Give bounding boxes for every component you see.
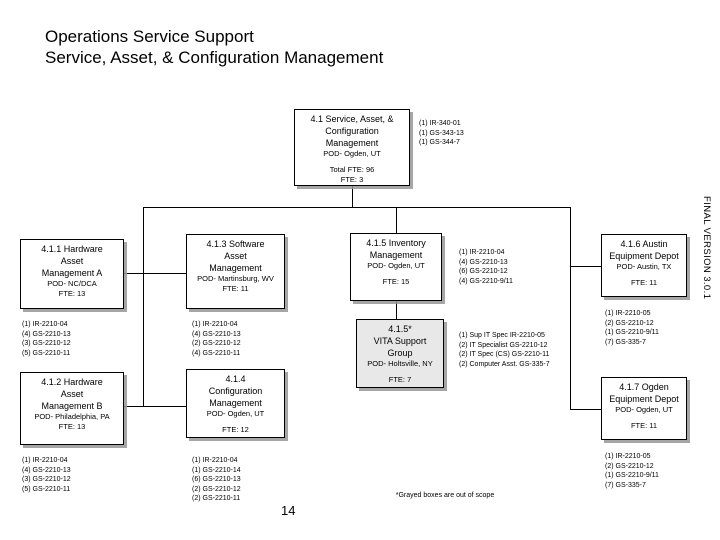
node-4-1-6-fte: FTE: 11: [630, 278, 658, 287]
codes-4-1-6: (1) IR-2210-05 (2) GS-2210-12 (1) GS-221…: [605, 310, 659, 346]
node-4-1-6-line1: 4.1.6 Austin: [620, 239, 668, 249]
node-4-1-line1: 4.1 Service, Asset, &: [310, 114, 394, 124]
codes-4-1-7: (1) IR-2210-05 (2) GS-2210-12 (1) GS-221…: [605, 453, 659, 489]
node-4-1-4-configuration-management[interactable]: 4.1.4 Configuration Management POD- Ogde…: [186, 369, 285, 438]
connector-to-4-1-7: [570, 409, 601, 410]
page-title: Operations Service Support Service, Asse…: [45, 27, 384, 67]
codes-4-1-5-star: (1) Sup IT Spec IR-2210-05 (2) IT Specia…: [459, 332, 550, 368]
connector-root-stem: [352, 186, 353, 208]
node-4-1-1-line1: 4.1.1 Hardware: [41, 244, 103, 254]
node-4-1-7-ogden-equipment-depot[interactable]: 4.1.7 Ogden Equipment Depot POD- Ogden, …: [601, 377, 687, 440]
codes-4-1-5: (1) IR-2210-04 (4) GS-2210-13 (6) GS-221…: [459, 249, 513, 285]
node-4-1-4-line2: Configuration: [208, 386, 263, 396]
final-version-watermark: FINAL VERSION 3.0.1: [701, 196, 712, 300]
connector-to-4-1-5: [396, 207, 397, 233]
node-4-1-5-fte: FTE: 15: [382, 277, 410, 286]
connector-to-4-1-1: [124, 273, 144, 274]
connector-to-4-1-3: [143, 273, 186, 274]
codes-4-1-2: (1) IR-2210-04 (4) GS-2210-13 (3) GS-221…: [22, 457, 71, 493]
node-4-1-total-fte: Total FTE: 96: [329, 165, 375, 174]
footnote-grayed-boxes: *Grayed boxes are out of scope: [395, 492, 495, 499]
node-4-1-3-location: POD- Martinsburg, WV: [197, 274, 274, 283]
node-4-1-2-location: POD- Philadelphia, PA: [34, 412, 110, 421]
node-4-1-7-location: POD- Ogden, UT: [615, 405, 673, 414]
node-4-1-6-line2: Equipment Depot: [609, 251, 679, 261]
connector-to-4-1-4: [143, 406, 186, 407]
node-4-1-line2: Configuration: [325, 126, 379, 136]
node-4-1-service-asset-configuration-management[interactable]: 4.1 Service, Asset, & Configuration Mana…: [294, 109, 410, 186]
connector-to-4-1-2: [124, 406, 144, 407]
node-4-1-5-inventory-management[interactable]: 4.1.5 Inventory Management POD- Ogden, U…: [350, 233, 442, 301]
node-4-1-1-line3: Management A: [41, 268, 103, 278]
node-4-1-line3: Management: [325, 138, 379, 148]
node-4-1-1-fte: FTE: 13: [58, 289, 86, 298]
node-4-1-3-line2: Asset: [224, 251, 247, 261]
node-vita-line3: Group: [387, 348, 413, 358]
connector-left-trunk: [143, 207, 144, 407]
node-4-1-3-line1: 4.1.3 Software: [206, 239, 265, 249]
codes-4-1-4: (1) IR-2210-04 (1) GS-2210-14 (6) GS-221…: [192, 457, 241, 503]
page-number: 14: [281, 503, 296, 518]
node-4-1-3-software-asset-management[interactable]: 4.1.3 Software Asset Management POD- Mar…: [186, 234, 285, 309]
node-4-1-4-fte: FTE: 12: [222, 425, 249, 434]
connector-to-4-1-6: [570, 266, 601, 267]
node-4-1-2-hardware-asset-management-b[interactable]: 4.1.2 Hardware Asset Management B POD- P…: [20, 372, 124, 445]
node-4-1-4-location: POD- Ogden, UT: [206, 409, 265, 418]
node-vita-line2: VITA Support: [373, 336, 427, 346]
node-4-1-1-line2: Asset: [60, 256, 84, 266]
node-vita-fte: FTE: 7: [388, 375, 412, 384]
node-4-1-5-star-vita-support-group[interactable]: 4.1.5* VITA Support Group POD- Holtsvill…: [356, 319, 444, 388]
codes-4-1-3: (1) IR-2210-04 (4) GS-2210-13 (2) GS-221…: [192, 321, 241, 357]
codes-4-1: (1) IR-340-01 (1) GS-343-13 (1) GS-344-7: [419, 120, 464, 147]
node-4-1-7-line2: Equipment Depot: [609, 394, 679, 404]
node-4-1-6-austin-equipment-depot[interactable]: 4.1.6 Austin Equipment Depot POD- Austin…: [601, 234, 687, 297]
node-4-1-5-line2: Management: [369, 250, 423, 260]
node-4-1-1-hardware-asset-management-a[interactable]: 4.1.1 Hardware Asset Management A POD- N…: [20, 239, 124, 309]
connector-main-bus: [143, 207, 571, 208]
node-4-1-7-line1: 4.1.7 Ogden: [619, 382, 669, 392]
codes-4-1-1: (1) IR-2210-04 (4) GS-2210-13 (3) GS-221…: [22, 321, 71, 357]
node-vita-line1: 4.1.5*: [388, 324, 412, 334]
connector-4-1-5-to-vita: [396, 300, 397, 320]
node-4-1-4-line1: 4.1.4: [225, 374, 246, 384]
node-4-1-2-line2: Asset: [60, 389, 84, 399]
node-4-1-2-line1: 4.1.2 Hardware: [41, 377, 103, 387]
node-4-1-1-location: POD- NC/DCA: [47, 279, 97, 288]
node-4-1-2-line3: Management B: [41, 401, 103, 411]
connector-right-trunk: [570, 207, 571, 410]
node-4-1-4-line3: Management: [209, 398, 262, 408]
node-4-1-7-fte: FTE: 11: [630, 421, 658, 430]
node-vita-location: POD- Holtsville, NY: [367, 359, 433, 368]
node-4-1-5-line1: 4.1.5 Inventory: [366, 238, 426, 248]
node-4-1-6-location: POD- Austin, TX: [616, 262, 672, 271]
node-4-1-location: POD- Ogden, UT: [323, 149, 381, 158]
node-4-1-3-line3: Management: [209, 263, 262, 273]
node-4-1-2-fte: FTE: 13: [58, 422, 86, 431]
node-4-1-fte: FTE: 3: [340, 175, 364, 184]
node-4-1-5-location: POD- Ogden, UT: [367, 261, 425, 270]
node-4-1-3-fte: FTE: 11: [222, 284, 249, 293]
